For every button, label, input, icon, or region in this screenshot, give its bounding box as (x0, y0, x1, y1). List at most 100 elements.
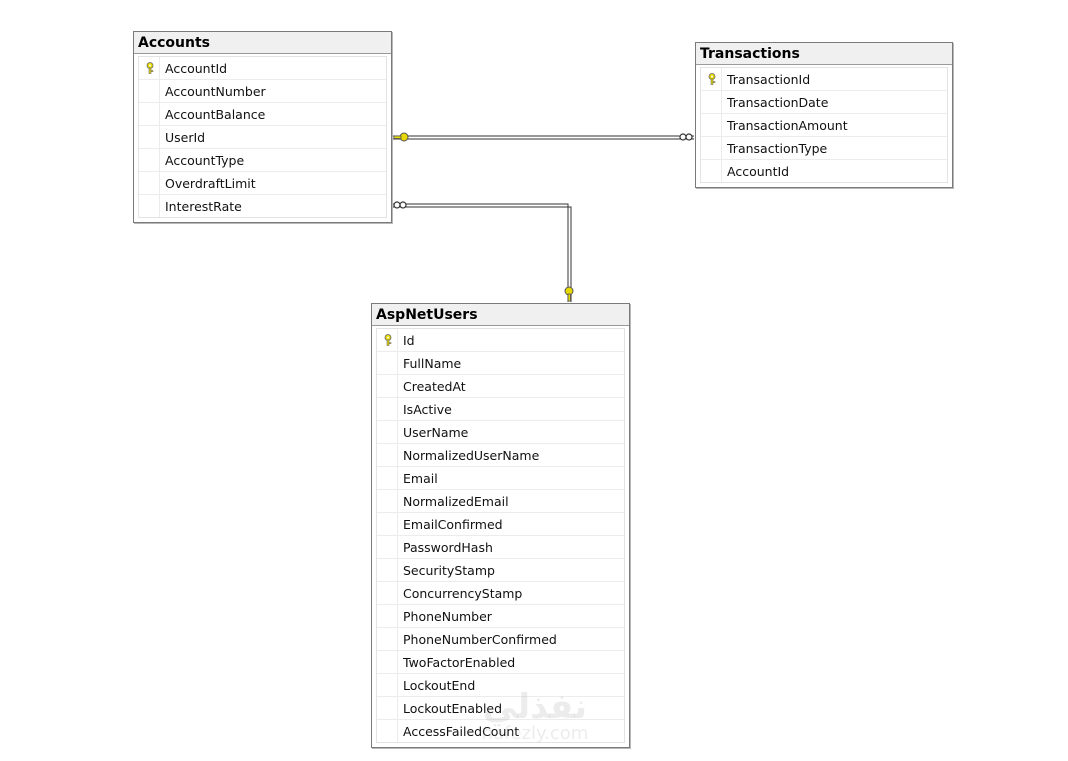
key-icon (377, 329, 398, 351)
column-name: UserId (165, 129, 206, 145)
key-icon (701, 68, 722, 90)
column-row[interactable]: LockoutEnd (377, 674, 624, 697)
column-name: AccessFailedCount (403, 723, 520, 739)
column-row[interactable]: FullName (377, 352, 624, 375)
column-name: TransactionId (727, 71, 811, 87)
row-gutter (377, 375, 398, 397)
column-row[interactable]: PhoneNumberConfirmed (377, 628, 624, 651)
table-title[interactable]: AspNetUsers (372, 304, 629, 326)
key-icon (393, 132, 409, 142)
column-row[interactable]: Id (377, 329, 624, 352)
relationship-accounts-transactions[interactable] (392, 132, 694, 142)
row-gutter (701, 160, 722, 182)
column-row[interactable]: TransactionAmount (701, 114, 947, 137)
column-row[interactable]: Email (377, 467, 624, 490)
column-row[interactable]: UserId (139, 126, 386, 149)
row-gutter (377, 444, 398, 466)
column-row[interactable]: AccessFailedCount (377, 720, 624, 742)
row-gutter (377, 697, 398, 719)
row-gutter (377, 651, 398, 673)
row-gutter (377, 605, 398, 627)
row-gutter (139, 103, 160, 125)
column-name: TransactionAmount (727, 117, 848, 133)
column-name: TransactionType (727, 140, 828, 156)
column-name: IsActive (403, 401, 452, 417)
column-name: InterestRate (165, 198, 242, 214)
column-row[interactable]: ConcurrencyStamp (377, 582, 624, 605)
column-row[interactable]: AccountType (139, 149, 386, 172)
column-row[interactable]: AccountNumber (139, 80, 386, 103)
infinity-icon (679, 133, 693, 141)
column-name: NormalizedUserName (403, 447, 540, 463)
column-name: UserName (403, 424, 469, 440)
column-row[interactable]: NormalizedEmail (377, 490, 624, 513)
column-name: LockoutEnabled (403, 700, 503, 716)
column-name: SecurityStamp (403, 562, 495, 578)
row-gutter (377, 720, 398, 742)
row-gutter (701, 114, 722, 136)
row-gutter (377, 628, 398, 650)
row-gutter (377, 398, 398, 420)
row-gutter (377, 490, 398, 512)
column-name: LockoutEnd (403, 677, 476, 693)
column-row[interactable]: IsActive (377, 398, 624, 421)
column-name: TwoFactorEnabled (403, 654, 516, 670)
column-name: AccountType (165, 152, 245, 168)
column-name: CreatedAt (403, 378, 466, 394)
column-name: TransactionDate (727, 94, 829, 110)
infinity-icon (393, 201, 407, 209)
column-row[interactable]: CreatedAt (377, 375, 624, 398)
column-row[interactable]: UserName (377, 421, 624, 444)
column-name: AccountId (727, 163, 790, 179)
column-name: Email (403, 470, 438, 486)
row-gutter (377, 582, 398, 604)
row-gutter (139, 172, 160, 194)
row-gutter (701, 137, 722, 159)
column-row[interactable]: AccountBalance (139, 103, 386, 126)
column-row[interactable]: AccountId (139, 57, 386, 80)
column-row[interactable]: NormalizedUserName (377, 444, 624, 467)
key-icon (564, 286, 574, 302)
column-name: AccountBalance (165, 106, 266, 122)
watermark: نفذلي nafezly.com (470, 690, 600, 744)
table-title[interactable]: Transactions (696, 43, 952, 65)
row-gutter (377, 559, 398, 581)
column-name: EmailConfirmed (403, 516, 503, 532)
column-row[interactable]: TransactionId (701, 68, 947, 91)
column-name: PasswordHash (403, 539, 493, 555)
column-name: PhoneNumberConfirmed (403, 631, 557, 647)
row-gutter (377, 421, 398, 443)
column-name: ConcurrencyStamp (403, 585, 523, 601)
column-row[interactable]: OverdraftLimit (139, 172, 386, 195)
column-row[interactable]: InterestRate (139, 195, 386, 217)
column-row[interactable]: TwoFactorEnabled (377, 651, 624, 674)
column-row[interactable]: PhoneNumber (377, 605, 624, 628)
column-name: AccountNumber (165, 83, 266, 99)
column-row[interactable]: SecurityStamp (377, 559, 624, 582)
column-row[interactable]: TransactionType (701, 137, 947, 160)
row-gutter (377, 467, 398, 489)
column-name: FullName (403, 355, 462, 371)
row-gutter (139, 149, 160, 171)
row-gutter (377, 352, 398, 374)
column-row[interactable]: EmailConfirmed (377, 513, 624, 536)
row-gutter (377, 513, 398, 535)
row-gutter (377, 536, 398, 558)
column-row[interactable]: AccountId (701, 160, 947, 182)
table-title[interactable]: Accounts (134, 32, 391, 54)
column-row[interactable]: TransactionDate (701, 91, 947, 114)
relationship-accounts-aspnetusers[interactable] (392, 201, 574, 302)
column-name: OverdraftLimit (165, 175, 256, 191)
column-row[interactable]: LockoutEnabled (377, 697, 624, 720)
row-gutter (701, 91, 722, 113)
column-name: NormalizedEmail (403, 493, 509, 509)
column-row[interactable]: PasswordHash (377, 536, 624, 559)
column-name: AccountId (165, 60, 228, 76)
